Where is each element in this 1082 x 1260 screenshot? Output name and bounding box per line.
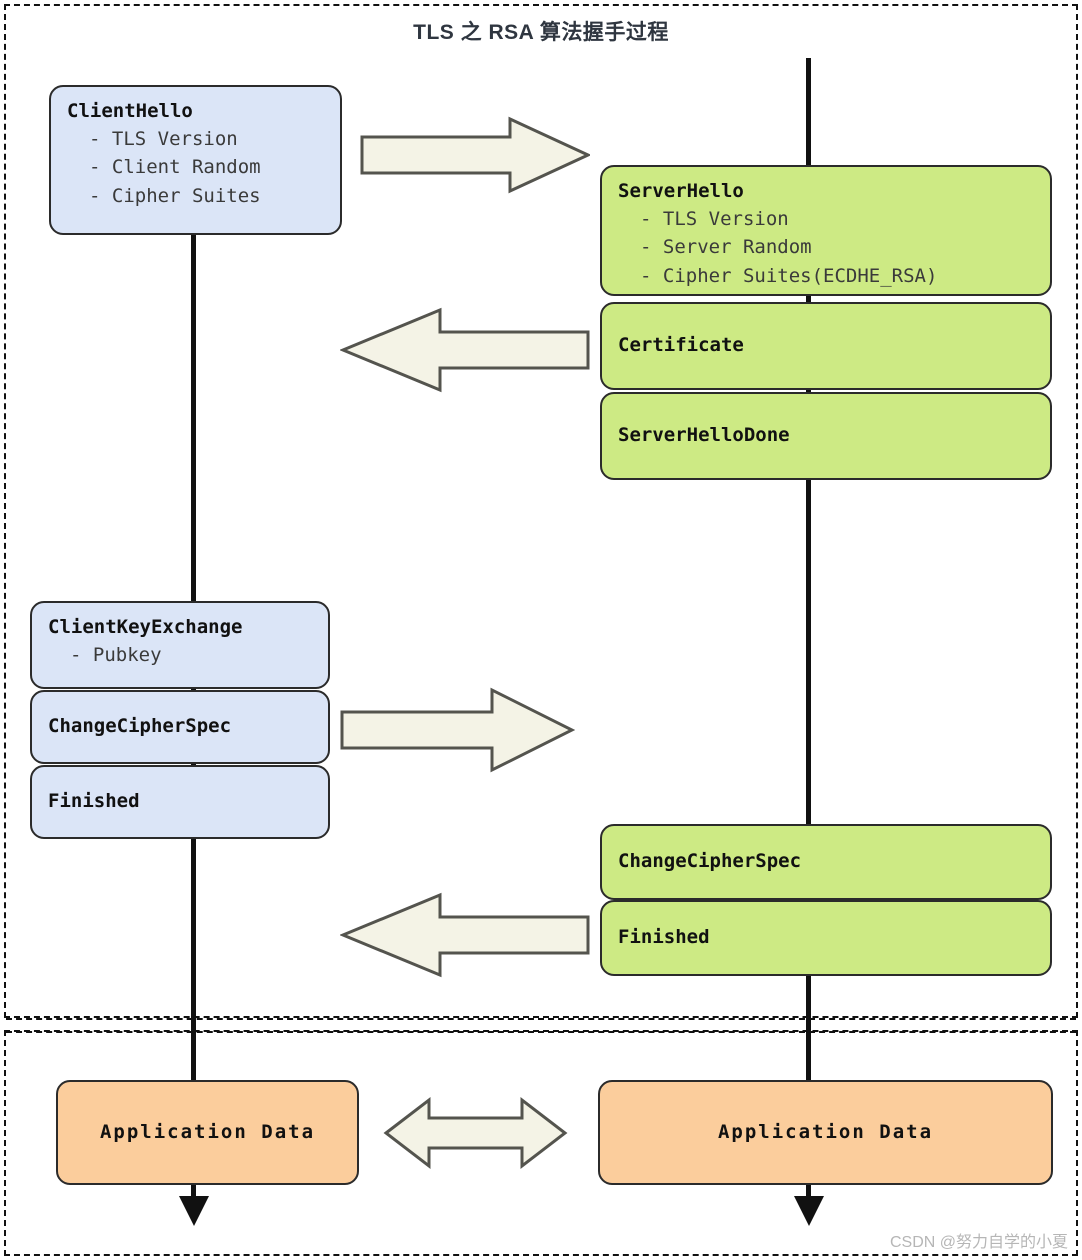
arrow-bidirectional-application-data-icon: [383, 1096, 568, 1170]
message-box-application-data-client[interactable]: Application Data: [56, 1080, 359, 1185]
message-box-client-key-exchange[interactable]: ClientKeyExchange - Pubkey: [30, 601, 330, 689]
message-title: ClientHello: [67, 100, 193, 122]
message-box-client-hello[interactable]: ClientHello - TLS Version - Client Rando…: [49, 85, 342, 235]
message-title: Certificate: [618, 334, 744, 357]
watermark-text: CSDN @努力自学的小夏: [889, 1234, 1068, 1251]
phase-divider-top: [6, 1018, 1076, 1020]
message-title: Finished: [618, 926, 710, 949]
message-detail-line: - Pubkey: [70, 643, 162, 666]
message-box-certificate[interactable]: Certificate: [600, 302, 1052, 390]
message-box-server-finished[interactable]: Finished: [600, 900, 1052, 976]
arrow-right-client-hello-icon: [360, 115, 590, 195]
message-title: ServerHello: [618, 180, 744, 202]
message-box-server-hello[interactable]: ServerHello - TLS Version - Server Rando…: [600, 165, 1052, 296]
message-detail-line: - TLS Version: [89, 127, 238, 150]
message-box-server-hello-done[interactable]: ServerHelloDone: [600, 392, 1052, 480]
message-box-client-change-cipher-spec[interactable]: ChangeCipherSpec: [30, 690, 330, 764]
message-title: Application Data: [717, 1120, 934, 1143]
message-title: Application Data: [99, 1120, 316, 1143]
message-detail-line: - TLS Version: [640, 207, 789, 230]
message-detail-line: - Cipher Suites(ECDHE_RSA): [640, 264, 938, 287]
arrow-left-server-finished-icon: [340, 890, 590, 980]
message-detail-line: - Cipher Suites: [89, 184, 261, 207]
message-title: ChangeCipherSpec: [48, 715, 232, 738]
message-title: Finished: [48, 790, 140, 813]
server-lifeline-arrowhead-icon: [794, 1196, 824, 1226]
message-title: ServerHelloDone: [618, 424, 790, 447]
arrow-right-client-key-exchange-icon: [340, 685, 575, 775]
phase-divider-bottom: [6, 1031, 1076, 1033]
page-title: TLS 之 RSA 算法握手过程: [413, 21, 669, 44]
arrow-left-server-hello-icon: [340, 305, 590, 395]
message-title: ChangeCipherSpec: [618, 850, 802, 873]
message-title: ClientKeyExchange: [48, 616, 243, 638]
message-box-application-data-server[interactable]: Application Data: [598, 1080, 1053, 1185]
message-box-server-change-cipher-spec[interactable]: ChangeCipherSpec: [600, 824, 1052, 900]
message-detail-line: - Server Random: [640, 236, 812, 259]
message-detail-line: - Client Random: [89, 156, 261, 179]
client-lifeline-arrowhead-icon: [179, 1196, 209, 1226]
message-box-client-finished[interactable]: Finished: [30, 765, 330, 839]
server-lifeline: [806, 58, 811, 1198]
